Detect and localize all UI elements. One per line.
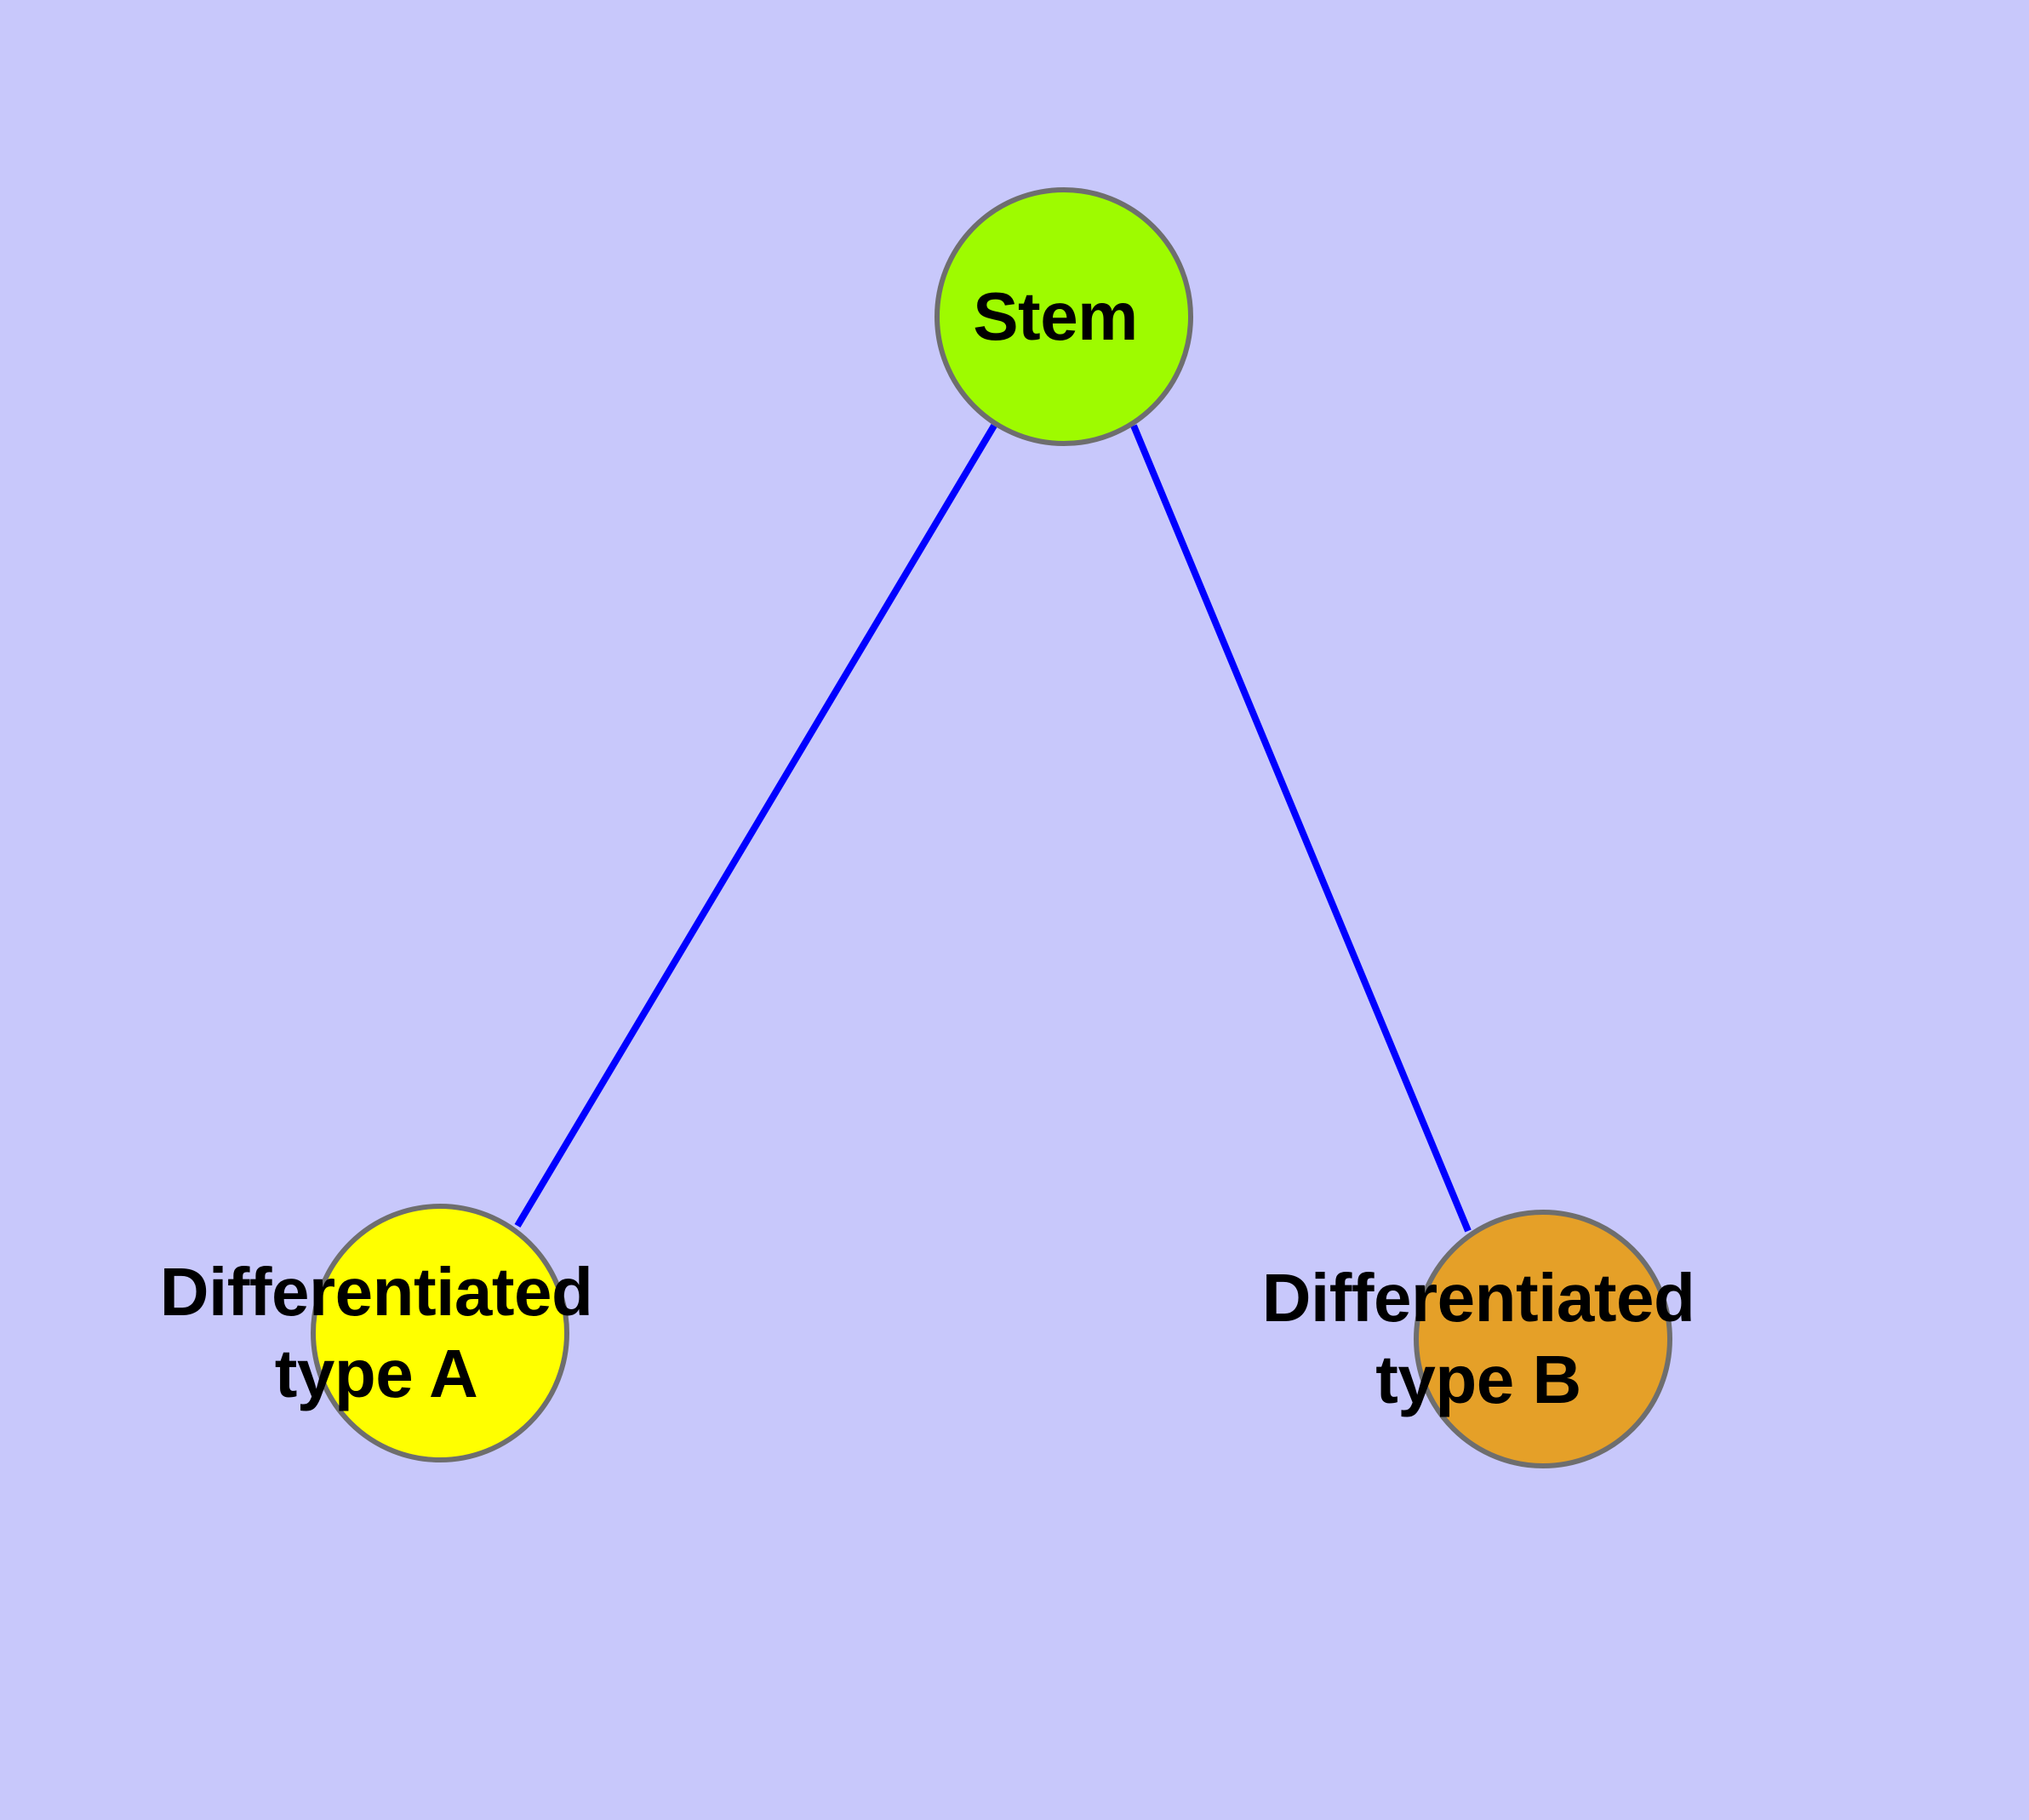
edge-stem-to-differentiated-type-b — [1130, 424, 1472, 1233]
node-differentiated-type-a[interactable] — [311, 1204, 569, 1462]
node-differentiated-type-b[interactable] — [1414, 1210, 1672, 1468]
edge-stem-to-differentiated-type-a — [514, 423, 997, 1228]
node-stem[interactable] — [934, 187, 1193, 446]
